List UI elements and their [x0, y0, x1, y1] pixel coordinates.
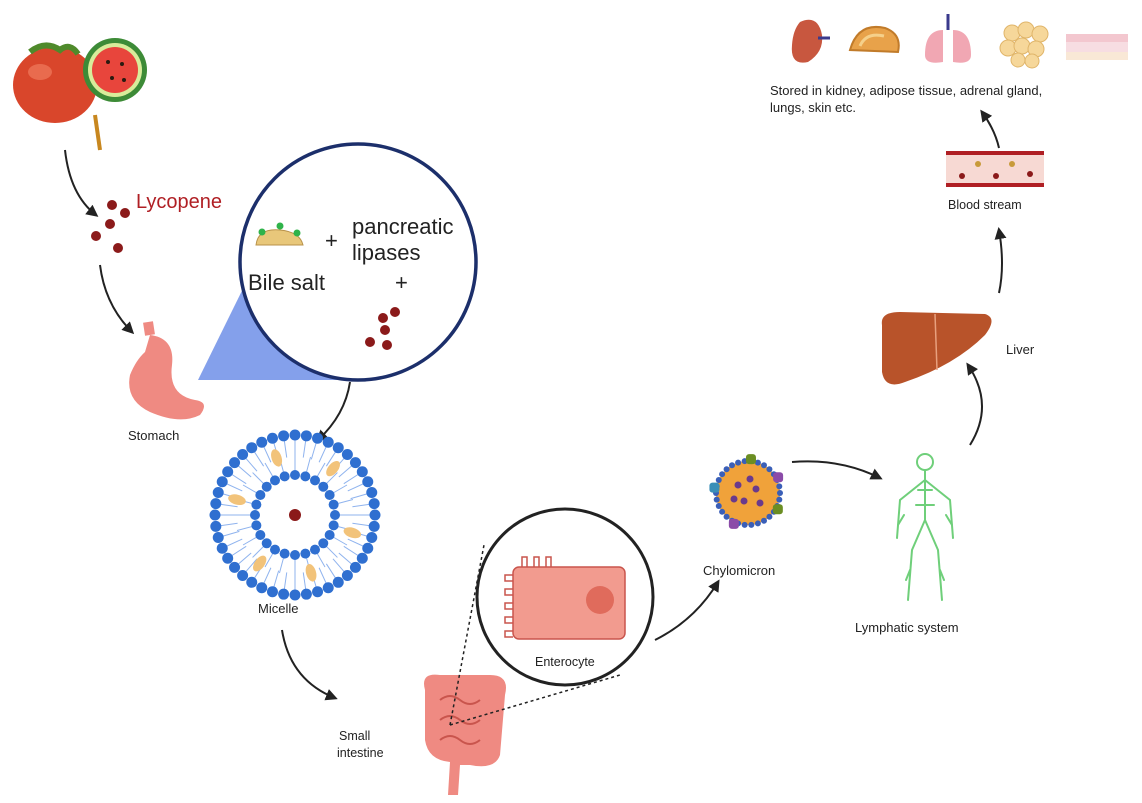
lycopene-dots-icon	[91, 200, 130, 253]
blood-vessel-icon	[946, 151, 1044, 187]
adrenal-gland-icon	[848, 26, 900, 54]
pancreatic-lipases-label-1: pancreatic	[352, 214, 454, 239]
arrow-to-blood-stream	[994, 227, 1007, 294]
small-intestine-label-2: intestine	[337, 746, 384, 760]
enterocyte-icon	[504, 556, 626, 640]
bile-salt-label: Bile salt	[248, 270, 325, 295]
chylomicron-label: Chylomicron	[703, 563, 775, 578]
lymphatic-system-icon	[896, 453, 954, 601]
arrow-to-storage	[980, 109, 1000, 149]
arrow-to-chylomicron	[654, 579, 720, 641]
stomach-label: Stomach	[128, 428, 179, 443]
lycopene-dots-inner-icon	[365, 307, 400, 350]
watermelon-icon	[83, 38, 147, 151]
liver-icon	[881, 312, 992, 385]
storage-label-2: lungs, skin etc.	[770, 100, 856, 115]
arrow-to-lycopene	[64, 149, 99, 217]
bile-salt-icon	[255, 222, 304, 246]
skin-icon	[1066, 34, 1128, 60]
plus-sign-2: +	[395, 270, 408, 295]
small-intestine-icon	[424, 674, 506, 795]
plus-sign-1: +	[325, 228, 338, 253]
micelle-icon	[209, 429, 381, 601]
lymphatic-system-label: Lymphatic system	[855, 620, 959, 635]
adipose-tissue-icon	[999, 21, 1049, 69]
enterocyte-label: Enterocyte	[535, 655, 595, 669]
small-intestine-label-1: Small	[339, 729, 370, 743]
magnifier-circle	[238, 142, 478, 382]
tomato-icon	[13, 42, 97, 123]
arrow-to-micelle	[315, 381, 351, 443]
storage-label-1: Stored in kidney, adipose tissue, adrena…	[770, 83, 1042, 98]
pancreatic-lipases-label-2: lipases	[352, 240, 420, 265]
micelle-label: Micelle	[258, 601, 298, 616]
liver-label: Liver	[1006, 342, 1035, 357]
lungs-icon	[925, 14, 971, 63]
arrow-to-small-intestine	[281, 629, 338, 701]
chylomicron-icon	[709, 454, 784, 529]
arrow-to-liver	[966, 362, 983, 446]
kidney-icon	[791, 19, 830, 63]
blood-stream-label: Blood stream	[948, 198, 1022, 212]
arrow-to-stomach	[99, 264, 135, 335]
lycopene-label: Lycopene	[136, 191, 222, 213]
stomach-icon	[129, 321, 204, 420]
arrow-to-lymphatic	[791, 460, 883, 480]
